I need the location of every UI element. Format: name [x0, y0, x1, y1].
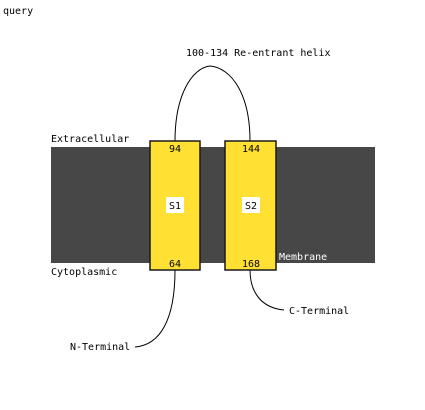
c-terminal-tail — [249, 269, 285, 311]
segment-s2-start: 144 — [242, 144, 260, 155]
segment-s1: 94 S1 64 — [149, 140, 201, 271]
segment-s2-box — [224, 140, 277, 271]
query-title: query — [3, 6, 33, 17]
c-terminal-label: C-Terminal — [289, 306, 349, 317]
membrane-label: Membrane — [279, 252, 327, 263]
segment-s1-label-bg — [166, 197, 184, 213]
reentrant-loop — [174, 65, 251, 142]
n-terminal-tail — [134, 269, 176, 348]
segment-s2-label-bg — [242, 197, 260, 213]
segment-s2-end: 168 — [242, 259, 260, 270]
extracellular-label: Extracellular — [51, 134, 129, 145]
segment-s2-name: S2 — [245, 201, 257, 212]
loop-label: 100-134 Re-entrant helix — [186, 48, 331, 59]
segment-s1-start: 94 — [169, 144, 181, 155]
segment-s1-name: S1 — [169, 201, 181, 212]
membrane-band — [51, 147, 375, 263]
segment-s2: 144 S2 168 — [224, 140, 277, 271]
n-terminal-label: N-Terminal — [70, 342, 130, 353]
segment-s1-end: 64 — [169, 259, 181, 270]
cytoplasmic-label: Cytoplasmic — [51, 267, 117, 278]
